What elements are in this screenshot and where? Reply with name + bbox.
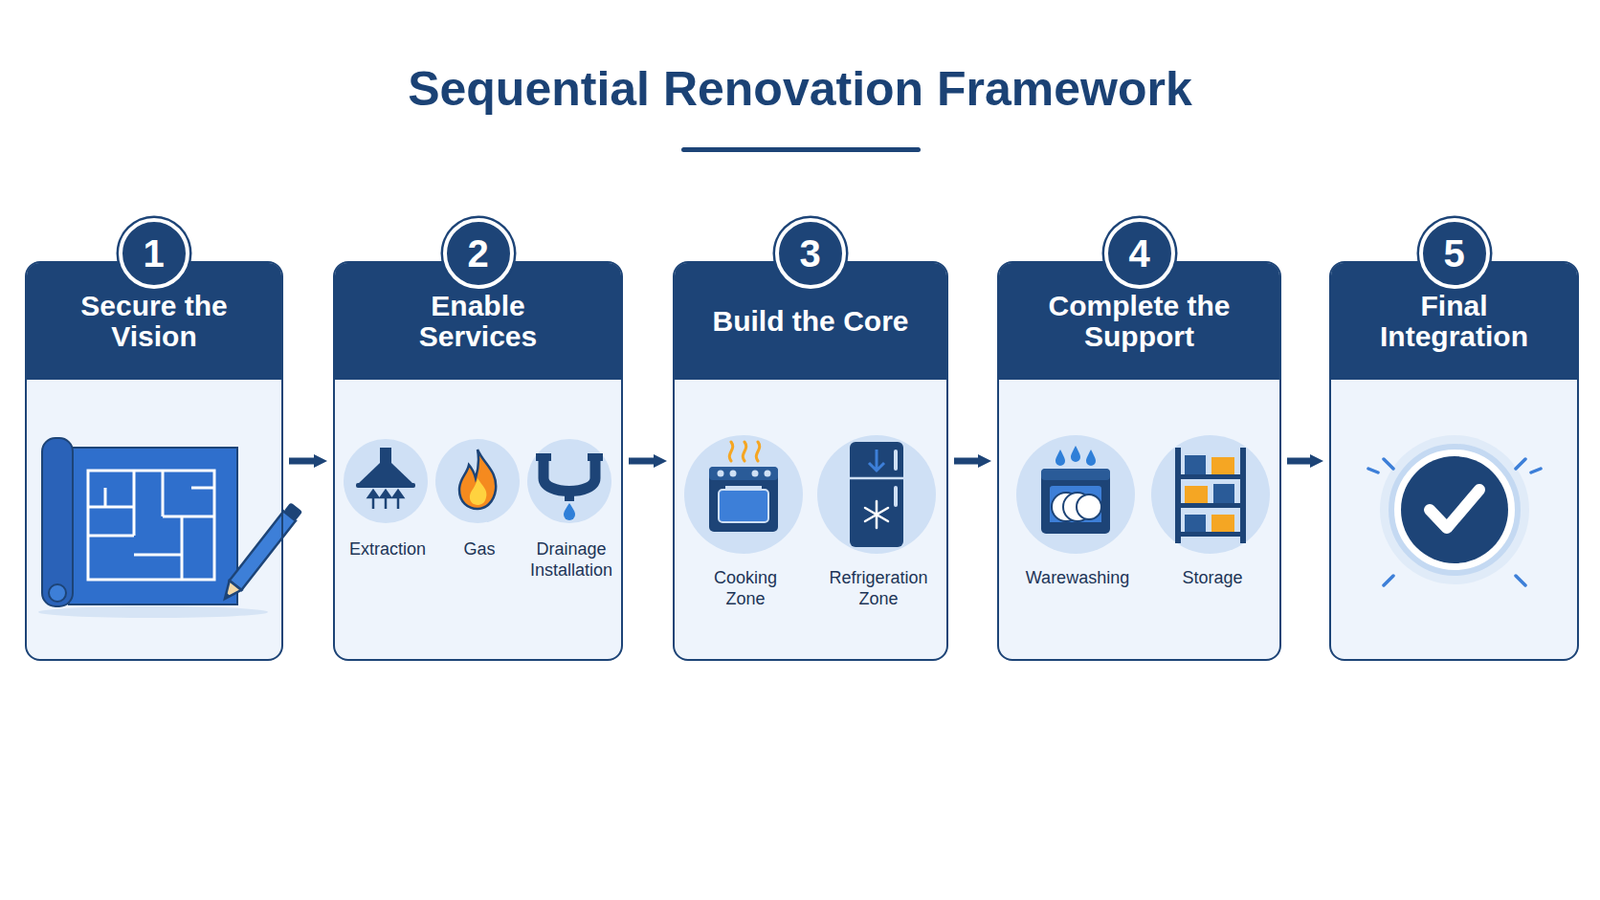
step-number: 1 (142, 234, 164, 273)
item-label: Storage (1164, 568, 1261, 590)
stage-title: Build the Core (711, 306, 909, 337)
item-label: Cooking Zone (704, 568, 787, 611)
flow-arrow (954, 458, 978, 466)
storage-icon (1151, 435, 1270, 555)
card-fills (25, 262, 1578, 661)
stage-card: Build the CoreCooking Zone Refrigeration … (672, 261, 949, 662)
drainage-icon (527, 439, 612, 524)
flow-arrow (1287, 458, 1311, 466)
step-number-circle: 1 (118, 218, 190, 289)
item-label: Refrigeration Zone (818, 568, 939, 611)
check-icon (1368, 435, 1541, 586)
stage-title: Complete the Support (1020, 290, 1260, 354)
step-number-circle: 4 (1104, 218, 1176, 289)
oven-icon (684, 435, 803, 555)
step-number-circle: 2 (443, 218, 514, 289)
stage-card: Complete the SupportWarewashingStorage4 (997, 261, 1282, 662)
stage-title: Enable Services (377, 290, 579, 354)
item-label: Extraction (339, 539, 436, 561)
blueprint-icon (38, 438, 303, 619)
stage-card: Final Integration5 (1329, 261, 1579, 662)
step-number: 2 (466, 234, 489, 273)
item-label: Gas (441, 539, 518, 561)
diagram-title: Sequential Renovation Framework (0, 61, 1600, 117)
item-label: Warewashing (1017, 568, 1138, 590)
stage-card: Enable ServicesExtractionGasDrainage Ins… (333, 261, 623, 662)
extraction-icon (343, 439, 428, 524)
title-underline (681, 147, 921, 153)
step-number-circle: 3 (775, 218, 846, 289)
stage-card: Secure the Vision1 (24, 261, 284, 662)
stage-title: Final Integration (1349, 290, 1560, 354)
step-number: 3 (799, 234, 821, 273)
step-number: 5 (1443, 234, 1465, 273)
step-number: 4 (1128, 234, 1150, 273)
step-number-circle: 5 (1419, 218, 1490, 289)
flow-arrow (288, 458, 314, 466)
warewashing-icon (1016, 435, 1135, 555)
stage-title: Secure the Vision (53, 290, 255, 354)
flow-arrow (628, 458, 654, 466)
item-label: Drainage Installation (518, 539, 624, 582)
fridge-icon (817, 435, 936, 555)
gas-flame-icon (435, 439, 520, 524)
